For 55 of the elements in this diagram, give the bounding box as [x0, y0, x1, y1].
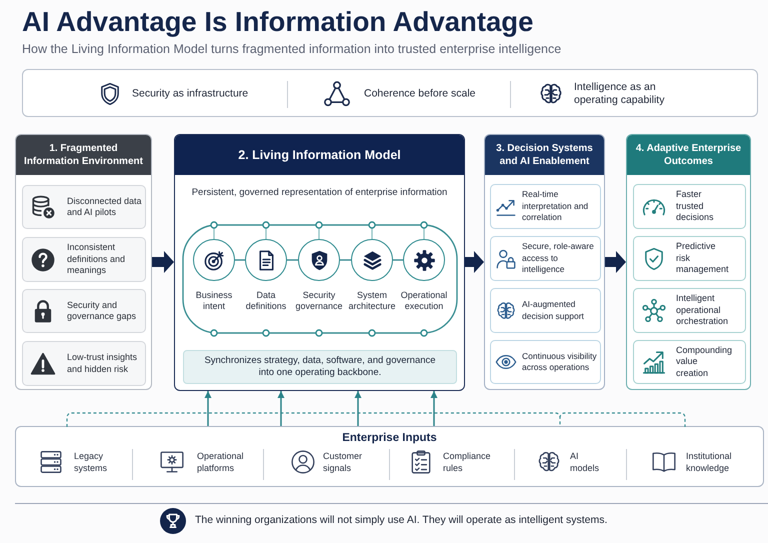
item-card	[490, 236, 601, 281]
input-label: Legacy systems	[74, 450, 108, 474]
item-card	[490, 288, 601, 333]
item-text: AI-augmented decision support	[522, 299, 585, 322]
panel-header: 1. Fragmented Information Environment	[16, 135, 151, 175]
item-card	[22, 341, 146, 386]
input-label: Institutional knowledge	[686, 450, 733, 474]
summary-note: Synchronizes strategy, data, software, and governance into one operating backbone.	[183, 350, 457, 384]
item-card	[22, 237, 146, 282]
item-text: Real-time interpretation and correlation	[522, 189, 590, 224]
arrow	[278, 391, 284, 426]
item-text: Compounding value creation	[676, 344, 734, 380]
inputs-heading: Enterprise Inputs	[341, 431, 438, 445]
principle-text: Intelligence as an operating capability	[574, 81, 666, 107]
subtitle: How the Living Information Model turns fragmented information into trusted enterprise intelligence	[22, 42, 562, 57]
item-card	[633, 340, 746, 384]
item-card	[490, 184, 601, 229]
item-text: Disconnected data and AI pilots	[67, 196, 143, 218]
item-text: Inconsistent definitions and meanings	[67, 242, 126, 277]
item-card	[633, 184, 746, 229]
title: AI Advantage Is Information Advantage	[22, 6, 534, 38]
arrow	[430, 391, 438, 426]
item-text: Secure, role-aware access to intelligence	[522, 241, 595, 276]
item-text: Predictive risk management	[676, 241, 730, 276]
item-card	[633, 236, 746, 281]
item-text: Intelligent operational orchestration	[676, 293, 730, 328]
stage-panel	[484, 134, 605, 390]
item-text: Faster trusted decisions	[676, 189, 715, 224]
item-text: Low-trust insights and hidden risk	[67, 352, 138, 375]
panel-description: Persistent, governed representation of enterprise information	[190, 187, 448, 199]
arrow	[204, 391, 212, 426]
principles-bar	[22, 69, 758, 117]
principle-text: Security as infrastructure	[132, 88, 250, 100]
principle-text: Coherence before scale	[364, 88, 476, 100]
panel-header: 3. Decision Systems and AI Enablement	[485, 135, 604, 175]
panel-header: 4. Adaptive Enterprise Outcomes	[627, 135, 750, 175]
item-card	[22, 289, 146, 333]
input-label: Compliance rules	[443, 450, 492, 474]
input-label: Customer signals	[323, 450, 364, 474]
stage-panel	[626, 134, 751, 390]
stage-panel	[15, 134, 152, 390]
input-label: Operational platforms	[197, 450, 245, 474]
closing-statement: The winning organizations will not simply use AI. They will operate as intelligent systems.	[195, 514, 608, 527]
block-arrow	[465, 251, 484, 273]
item-card	[633, 288, 746, 333]
arrow	[354, 391, 362, 426]
item-card	[490, 340, 601, 384]
item-text: Security and governance gaps	[67, 300, 138, 322]
inputs-panel	[15, 426, 764, 487]
block-arrow	[605, 251, 626, 273]
item-card	[22, 185, 146, 229]
block-arrow	[152, 251, 174, 273]
item-text: Continuous visibility across operations	[522, 350, 598, 374]
panel-header: 2. Living Information Model	[175, 135, 464, 175]
input-label: AI models	[570, 450, 600, 474]
